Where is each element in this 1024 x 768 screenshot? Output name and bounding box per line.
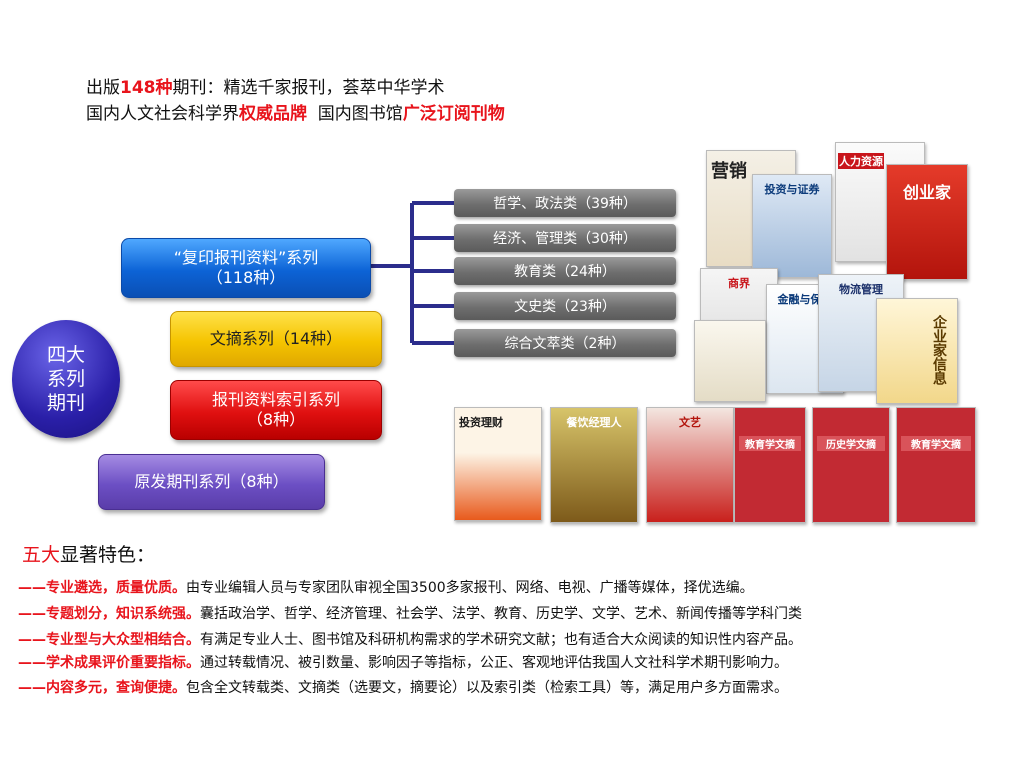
series-wenzhai: 文摘系列（14种）	[170, 311, 382, 367]
magazine-covers-row: 投资理财 餐饮经理人 文艺 教育学文摘 历史学文摘 教育学文摘	[448, 405, 980, 523]
feature-key: 内容多元，查询便捷。	[46, 680, 186, 696]
feature-item: ——专业遴选，质量优质。由专业编辑人员与专家团队审视全国3500多家报刊、网络、…	[18, 577, 754, 599]
feature-key: 专题划分，知识系统强。	[46, 606, 200, 622]
cover-title: 历史学文摘	[817, 436, 885, 451]
feature-dash: ——	[18, 580, 46, 596]
feature-desc: 囊括政治学、哲学、经济管理、社会学、法学、教育、历史学、文学、艺术、新闻传播等学…	[200, 606, 802, 622]
cover-jiaoyu-2: 教育学文摘	[896, 407, 976, 523]
feature-dash: ——	[18, 632, 46, 648]
cover-title: 人力资源	[838, 153, 884, 169]
cover-title: 投资理财	[459, 416, 503, 429]
category-comprehensive: 综合文萃类（2种）	[454, 329, 676, 357]
cover-title: 企业家信息	[931, 315, 947, 385]
heading-line-2: 国内人文社会科学界权威品牌 国内图书馆广泛订阅刊物	[86, 102, 505, 126]
feature-item: ——专题划分，知识系统强。囊括政治学、哲学、经济管理、社会学、法学、教育、历史学…	[18, 603, 802, 625]
series-count: （8种）	[246, 410, 306, 429]
cover-title: 商界	[728, 277, 750, 290]
category-economics: 经济、管理类（30种）	[454, 224, 676, 252]
category-label: 教育类（24种）	[514, 264, 616, 280]
cover-touzilicai: 投资理财	[454, 407, 542, 521]
series-yuanfa: 原发期刊系列（8种）	[98, 454, 325, 510]
features-title: 五大显著特色：	[22, 540, 155, 567]
circle-label: 四大系列期刊	[46, 344, 85, 414]
cover-title: 教育学文摘	[901, 436, 971, 451]
heading-highlight: 广泛订阅刊物	[402, 104, 505, 124]
cover-title: 物流管理	[839, 283, 883, 296]
series-circle: 四大系列期刊	[12, 320, 120, 438]
heading-line-1: 出版148种期刊：精选千家报刊，荟萃中华学术	[86, 76, 445, 100]
category-philosophy-law: 哲学、政法类（39种）	[454, 189, 676, 217]
cover-title: 营销	[711, 161, 747, 182]
cover-title: 文艺	[679, 416, 701, 429]
cover-touzi: 投资与证券	[752, 174, 832, 278]
feature-key: 专业遴选，质量优质。	[46, 580, 186, 596]
series-count: （118种）	[206, 268, 286, 287]
cover-chuangye: 创业家	[886, 164, 968, 280]
cover-title: 创业家	[902, 183, 951, 202]
feature-dash: ——	[18, 680, 46, 696]
feature-key: 专业型与大众型相结合。	[46, 632, 200, 648]
category-label: 综合文萃类（2种）	[504, 336, 626, 352]
heading-text: 出版	[86, 78, 120, 98]
series-label: 报刊资料索引系列	[211, 390, 340, 409]
feature-item: ——专业型与大众型相结合。有满足专业人士、图书馆及科研机构需求的学术研究文献；也…	[18, 629, 802, 651]
feature-desc: 通过转载情况、被引数量、影响因子等指标，公正、客观地评估我国人文社科学术期刊影响…	[200, 655, 788, 671]
cover-qiye: 企业家信息	[876, 298, 958, 404]
feature-item: ——学术成果评价重要指标。通过转载情况、被引数量、影响因子等指标，公正、客观地评…	[18, 652, 788, 674]
series-label: “复印报刊资料”系列	[173, 248, 319, 267]
series-fuyin: “复印报刊资料”系列 （118种）	[121, 238, 371, 298]
features-title-highlight: 五大	[22, 544, 61, 566]
category-label: 文史类（23种）	[514, 299, 616, 315]
cover-title: 餐饮经理人	[566, 416, 622, 429]
cover-jiaoyu-1: 教育学文摘	[734, 407, 806, 523]
series-label: 原发期刊系列（8种）	[134, 472, 289, 491]
feature-dash: ——	[18, 606, 46, 622]
feature-desc: 包含全文转载类、文摘类（选要文，摘要论）以及索引类（检索工具）等，满足用户多方面…	[186, 680, 788, 696]
heading-text: 期刊：精选千家报刊，荟萃中华学术	[172, 78, 445, 98]
cover-title: 投资与证券	[764, 183, 820, 196]
cover-canyin: 餐饮经理人	[550, 407, 638, 523]
heading-text: 国内图书馆	[307, 104, 403, 124]
category-literature-history: 文史类（23种）	[454, 292, 676, 320]
feature-item: ——内容多元，查询便捷。包含全文转载类、文摘类（选要文，摘要论）以及索引类（检索…	[18, 677, 788, 699]
heading-text: 国内人文社会科学界	[86, 104, 239, 124]
cover-plain	[694, 320, 766, 402]
cover-title: 教育学文摘	[739, 436, 801, 451]
magazine-covers-collage: 营销 投资与证券 人力资源 创业家 商界 金融与保险 物流管理 企业家信息	[690, 140, 980, 404]
feature-dash: ——	[18, 655, 46, 671]
series-label: 文摘系列（14种）	[209, 329, 343, 348]
heading-highlight: 权威品牌	[239, 104, 307, 124]
category-label: 哲学、政法类（39种）	[493, 196, 637, 212]
cover-wenyi: 文艺	[646, 407, 734, 523]
heading-highlight: 148种	[120, 78, 173, 98]
series-suoyin: 报刊资料索引系列 （8种）	[170, 380, 382, 440]
cover-lishi: 历史学文摘	[812, 407, 890, 523]
category-label: 经济、管理类（30种）	[493, 231, 637, 247]
feature-key: 学术成果评价重要指标。	[46, 655, 200, 671]
features-title-text: 显著特色：	[60, 544, 156, 566]
feature-desc: 有满足专业人士、图书馆及科研机构需求的学术研究文献；也有适合大众阅读的知识性内容…	[200, 632, 802, 648]
feature-desc: 由专业编辑人员与专家团队审视全国3500多家报刊、网络、电视、广播等媒体，择优选…	[186, 580, 754, 596]
category-education: 教育类（24种）	[454, 257, 676, 285]
